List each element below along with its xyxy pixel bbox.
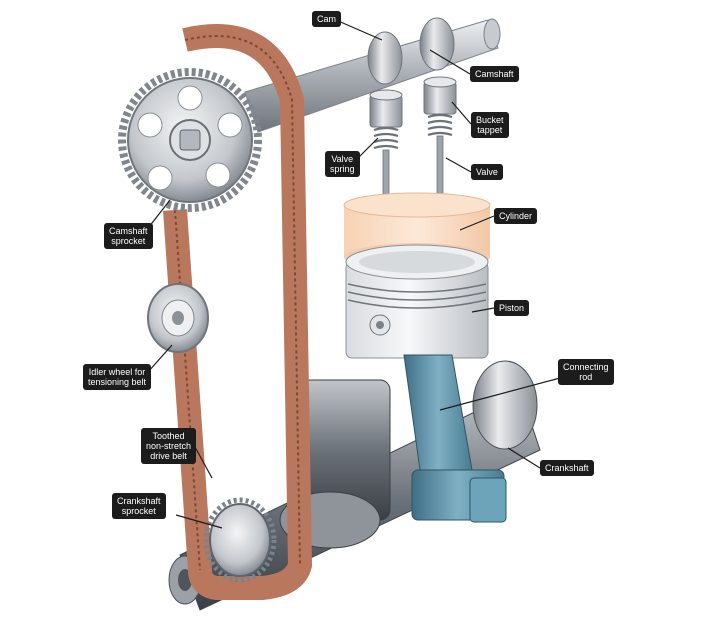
idler-wheel-label: Idler wheel for tensioning belt bbox=[83, 364, 152, 390]
crankshaft-sprocket-label: Crankshaft sprocket bbox=[112, 493, 166, 519]
connecting-rod-shape bbox=[403, 354, 507, 523]
connecting-rod-label: Connecting rod bbox=[558, 359, 614, 385]
toothed-belt-label: Toothed non-stretch drive belt bbox=[141, 428, 197, 464]
camshaft-sprocket-label: Camshaft sprocket bbox=[104, 223, 153, 249]
valve-springs bbox=[373, 113, 453, 150]
bucket-tappet-label: Bucket tappet bbox=[471, 112, 509, 138]
camshaft-sprocket-shape bbox=[118, 68, 262, 212]
piston-shape bbox=[345, 244, 489, 359]
cam-label: Cam bbox=[312, 11, 342, 27]
cam-lobes bbox=[367, 17, 455, 85]
camshaft-label: Camshaft bbox=[470, 66, 519, 82]
leader-lines bbox=[144, 19, 561, 529]
crankshaft-sprocket-shape bbox=[203, 497, 277, 583]
timing-belt bbox=[163, 24, 312, 600]
valve-spring-label: Valve spring bbox=[325, 151, 360, 177]
cylinder-label: Cylinder bbox=[494, 208, 538, 224]
crankshaft-label: Crankshaft bbox=[540, 460, 594, 476]
idler-wheel-shape bbox=[147, 283, 209, 353]
piston-label: Piston bbox=[494, 300, 530, 316]
valve-label: Valve bbox=[471, 164, 503, 180]
